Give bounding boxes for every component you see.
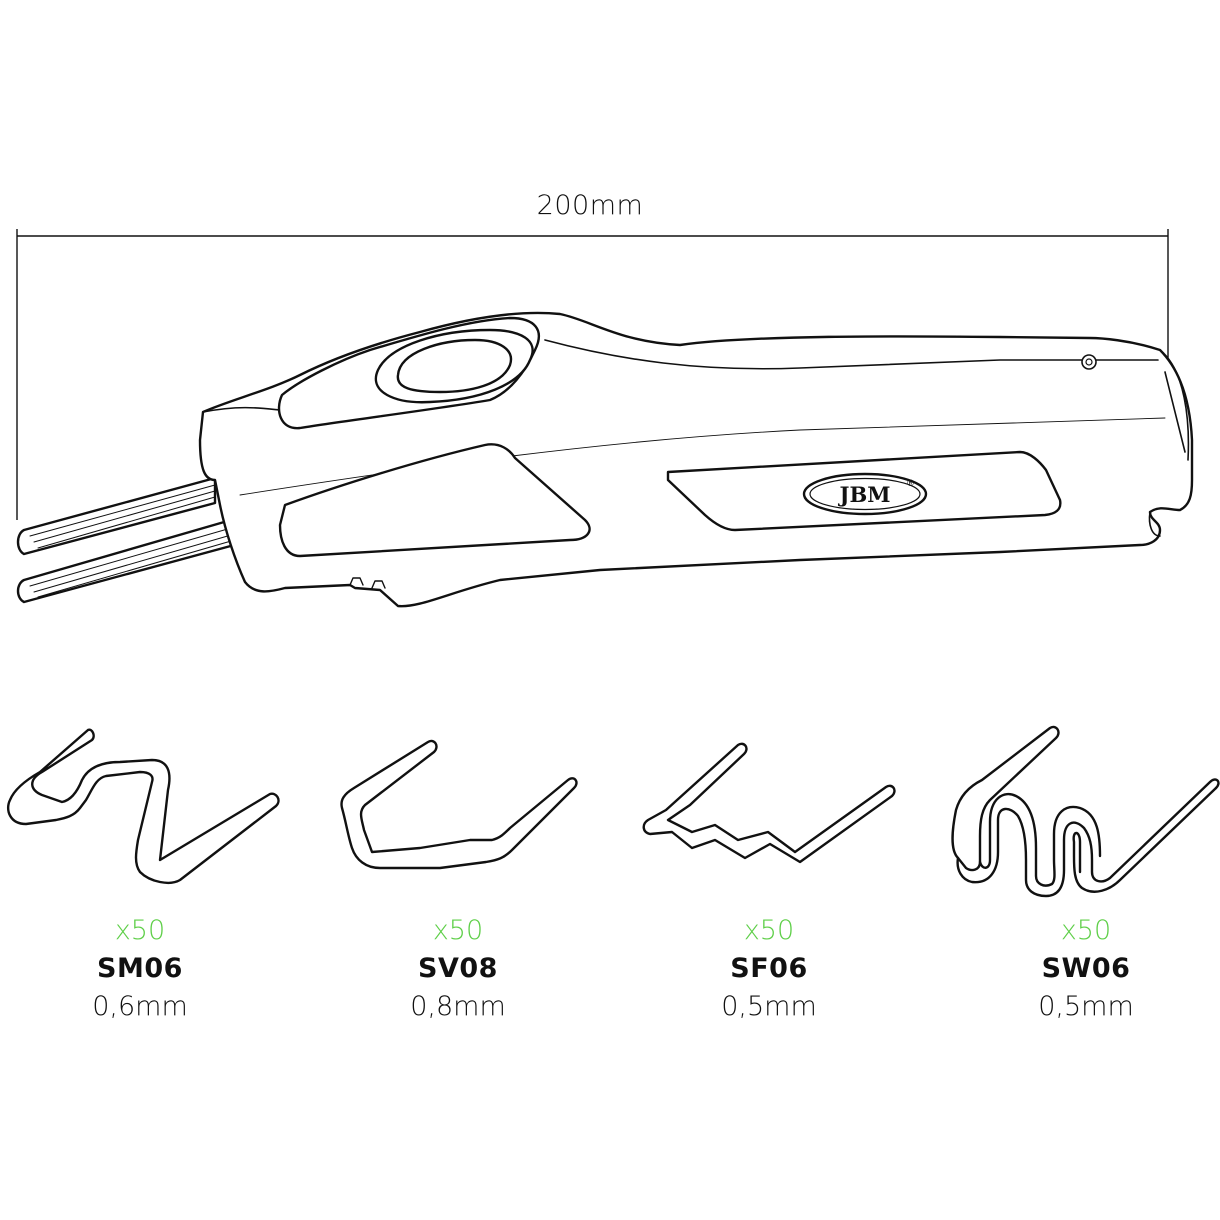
clip-quantity: x50 (1060, 915, 1112, 946)
clip-code: SV08 (418, 953, 498, 984)
clip-quantity: x50 (114, 915, 166, 946)
dimension-line (16, 229, 1169, 520)
clip-quantity: x50 (432, 915, 484, 946)
clip-caption-sv08: x50 SV08 0,8mm (348, 912, 568, 1026)
dimension-label: 200mm (536, 190, 644, 221)
clip-caption-sw06: x50 SW06 0,5mm (976, 912, 1196, 1026)
hot-stapler-tool (16, 311, 1194, 608)
grip-window-left (278, 443, 591, 558)
clip-code: SM06 (97, 953, 183, 984)
brand-logo-text: JBM (838, 482, 891, 507)
clip-caption-sm06: x50 SM06 0,6mm (30, 912, 250, 1026)
clip-sv08-shape (340, 739, 578, 870)
clip-sf06-shape (642, 742, 896, 864)
clip-quantity: x50 (743, 915, 795, 946)
upper-electrode (16, 476, 217, 556)
lower-electrode (16, 516, 240, 604)
clip-thickness: 0,5mm (1038, 991, 1134, 1022)
clip-sw06-shape (951, 725, 1220, 898)
clip-thickness: 0,8mm (410, 991, 506, 1022)
clip-sm06-shape (6, 728, 280, 884)
clip-code: SF06 (730, 953, 808, 984)
clip-thickness: 0,6mm (92, 991, 188, 1022)
clip-caption-sf06: x50 SF06 0,5mm (659, 912, 879, 1026)
trademark-symbol: ® (906, 479, 915, 489)
clip-thickness: 0,5mm (721, 991, 817, 1022)
clip-code: SW06 (1041, 953, 1131, 984)
